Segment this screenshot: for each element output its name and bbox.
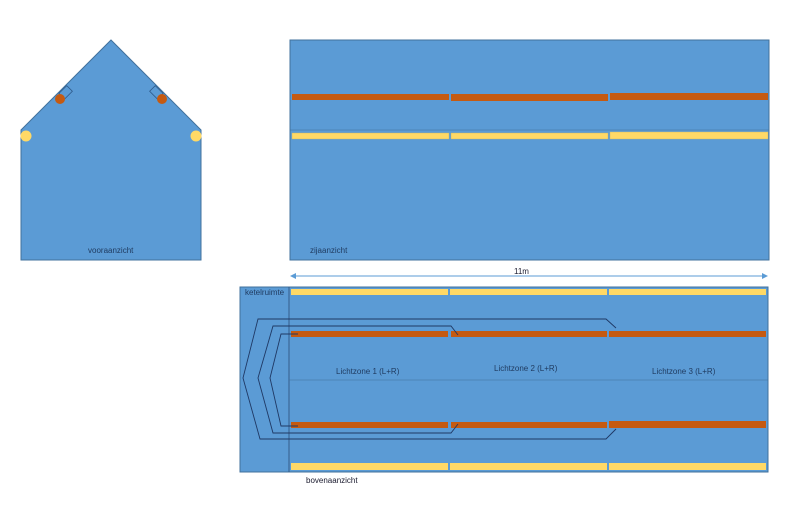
- dimension-arrow: [290, 273, 768, 279]
- yellow-light-right-icon: [190, 130, 202, 142]
- dimension-label: 11m: [514, 267, 529, 276]
- wire-zone-3: [242, 318, 617, 440]
- boiler-room-label: ketelruimte: [245, 288, 285, 297]
- side-view-label: zijaanzicht: [310, 246, 348, 255]
- orange-light-right-icon: [157, 94, 167, 104]
- wiring: [242, 318, 617, 440]
- front-view-label: vooraanzicht: [88, 246, 134, 255]
- zone-1-label: Lichtzone 1 (L+R): [336, 367, 400, 376]
- zone-2-label: Lichtzone 2 (L+R): [494, 364, 558, 373]
- top-view: [239, 286, 769, 473]
- wire-zone-1: [269, 333, 298, 427]
- wire-zone-2: [257, 325, 459, 434]
- top-view-label: bovenaanzicht: [306, 476, 358, 485]
- yellow-light-left-icon: [20, 130, 32, 142]
- zone-3-label: Lichtzone 3 (L+R): [652, 367, 716, 376]
- front-view: [20, 39, 202, 261]
- side-view: [289, 39, 770, 261]
- orange-light-left-icon: [55, 94, 65, 104]
